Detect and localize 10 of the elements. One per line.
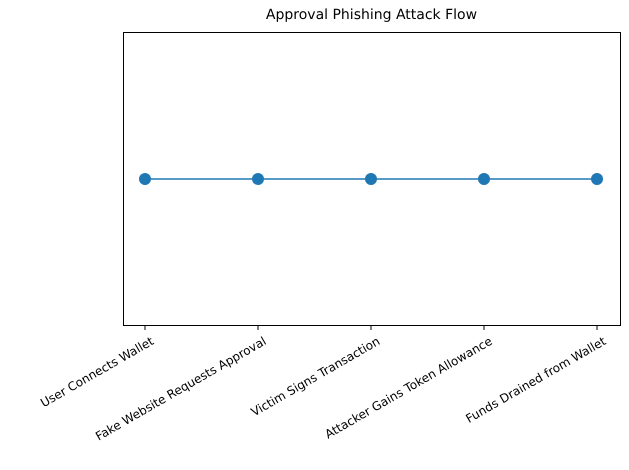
data-point-marker xyxy=(478,173,490,185)
connector-line xyxy=(151,178,252,180)
data-point-marker xyxy=(365,173,377,185)
connector-line xyxy=(264,178,365,180)
connector-line xyxy=(490,178,591,180)
chart-title: Approval Phishing Attack Flow xyxy=(264,7,478,23)
data-point-marker xyxy=(591,173,603,185)
data-point-marker xyxy=(252,173,264,185)
connector-line xyxy=(377,178,478,180)
data-point-marker xyxy=(139,173,151,185)
